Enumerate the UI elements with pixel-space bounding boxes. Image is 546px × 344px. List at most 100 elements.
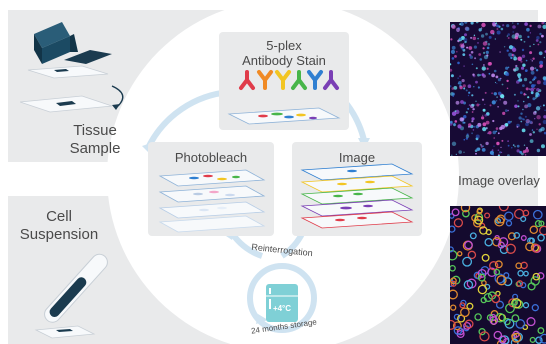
cell-ring [513,232,521,239]
tissue-cell-dot [479,74,482,76]
tissue-cell-dot [472,129,475,131]
tissue-cell-dot [468,104,471,106]
cell-ring [527,282,536,291]
tissue-cell-dot [485,127,488,130]
tissue-cell-dot [542,119,546,125]
tissue-cell-dot [454,55,457,58]
tissue-cell-dot [526,27,530,32]
cell-ring [511,332,522,343]
tissue-cell-dot [472,73,475,76]
tissue-cell-dot [501,139,504,142]
tissue-cell-dot [505,72,510,77]
tissue-cell-dot [487,43,491,46]
tissue-cell-dot [520,112,523,115]
tissue-cell-dot [452,95,454,97]
tissue-cell-dot [451,111,457,116]
cell-ring [515,319,526,329]
tissue-cell-dot [534,87,536,90]
tissue-cell-dot [529,133,532,136]
tissue-cell-dot [497,106,499,108]
tissue-cell-dot [541,22,544,25]
tissue-cell-dot [533,111,537,115]
cell-ring [453,326,463,335]
fridge-temp: +4°C [272,304,292,313]
cell-ring [480,296,487,304]
cell-label-line1: Cell [46,208,72,225]
cell-ring [463,321,472,330]
photobleach-label: Photobleach [174,150,248,165]
tissue-cell-dot [533,76,537,80]
tissue-cell-dot [535,69,539,72]
cell-ring [476,208,483,215]
cell-ring [481,253,490,262]
tissue-cell-dot [532,131,535,134]
tissue-cell-dot [479,103,481,106]
stain-label-line2: Antibody Stain [242,53,326,68]
tissue-cell-dot [494,81,497,84]
cell-ring [493,268,501,276]
tissue-cell-dot [529,139,534,143]
tissue-cell-dot [457,61,460,65]
tissue-cell-dot [459,85,463,90]
cell-ring [525,242,535,252]
tissue-cell-dot [493,69,497,73]
cell-ring [466,302,474,310]
tissue-cell-dot [463,115,467,119]
imaged-slides [300,163,414,229]
tissue-cell-dot [481,66,486,71]
tissue-cell-dot [465,137,469,140]
tissue-cell-dot [469,55,473,59]
tissue-cell-dot [471,132,473,135]
tissue-cell-dot [543,115,546,119]
tissue-cell-dot [470,51,474,54]
tissue-cell-dot [525,122,529,127]
cell-ring [511,314,520,323]
tissue-cell-dot [522,84,525,87]
cell-ring [473,271,482,280]
tissue-cell-dot [463,151,465,153]
cell-ring [453,218,464,228]
tissue-cell-dot [514,32,520,37]
tissue-cell-dot [525,87,529,91]
tissue-cell-dot [491,100,496,105]
tissue-cell-dot [499,126,503,131]
tissue-cell-dot [464,22,468,24]
tissue-cell-dot [463,138,466,141]
tissue-cell-dot [454,110,457,112]
cell-ring [495,218,501,224]
tissue-cell-dot [463,65,465,67]
cell-ring [450,319,456,330]
tissue-cell-dot [455,153,457,155]
cell-ring [534,220,542,228]
tissue-cell-dot [530,87,535,92]
test-tube-icon [34,253,108,339]
tissue-cell-dot [503,100,508,105]
cell-ring [520,215,527,223]
tissue-cell-dot [473,45,477,49]
tissue-cell-dot [537,43,540,46]
tissue-cell-dot [478,28,482,32]
image-label: Image [338,150,376,165]
tissue-cell-dot [525,148,529,153]
tissue-cell-dot [536,80,541,85]
cell-ring [520,235,527,241]
tissue-cell-dot [460,22,464,26]
tissue-cell-dot [451,45,456,50]
tissue-cell-dot [492,33,495,35]
cell-ring [456,250,463,257]
tissue-cell-dot [515,64,518,68]
tissue-cell-dot [512,25,516,29]
stain-label-line1: 5-plex [266,38,302,53]
tissue-cell-dot [522,100,525,103]
tissue-cell-dot [523,144,526,146]
tissue-cell-dot [513,93,516,96]
tissue-cell-dot [473,34,476,36]
tissue-cell-dot [458,150,462,154]
tissue-cell-dot [480,34,485,38]
cell-ring [484,237,493,247]
tissue-cell-dot [524,69,528,72]
tissue-cell-dot [521,48,525,52]
tissue-cell-dot [482,114,484,116]
tissue-cell-dot [541,34,544,38]
cell-ring [450,304,457,311]
